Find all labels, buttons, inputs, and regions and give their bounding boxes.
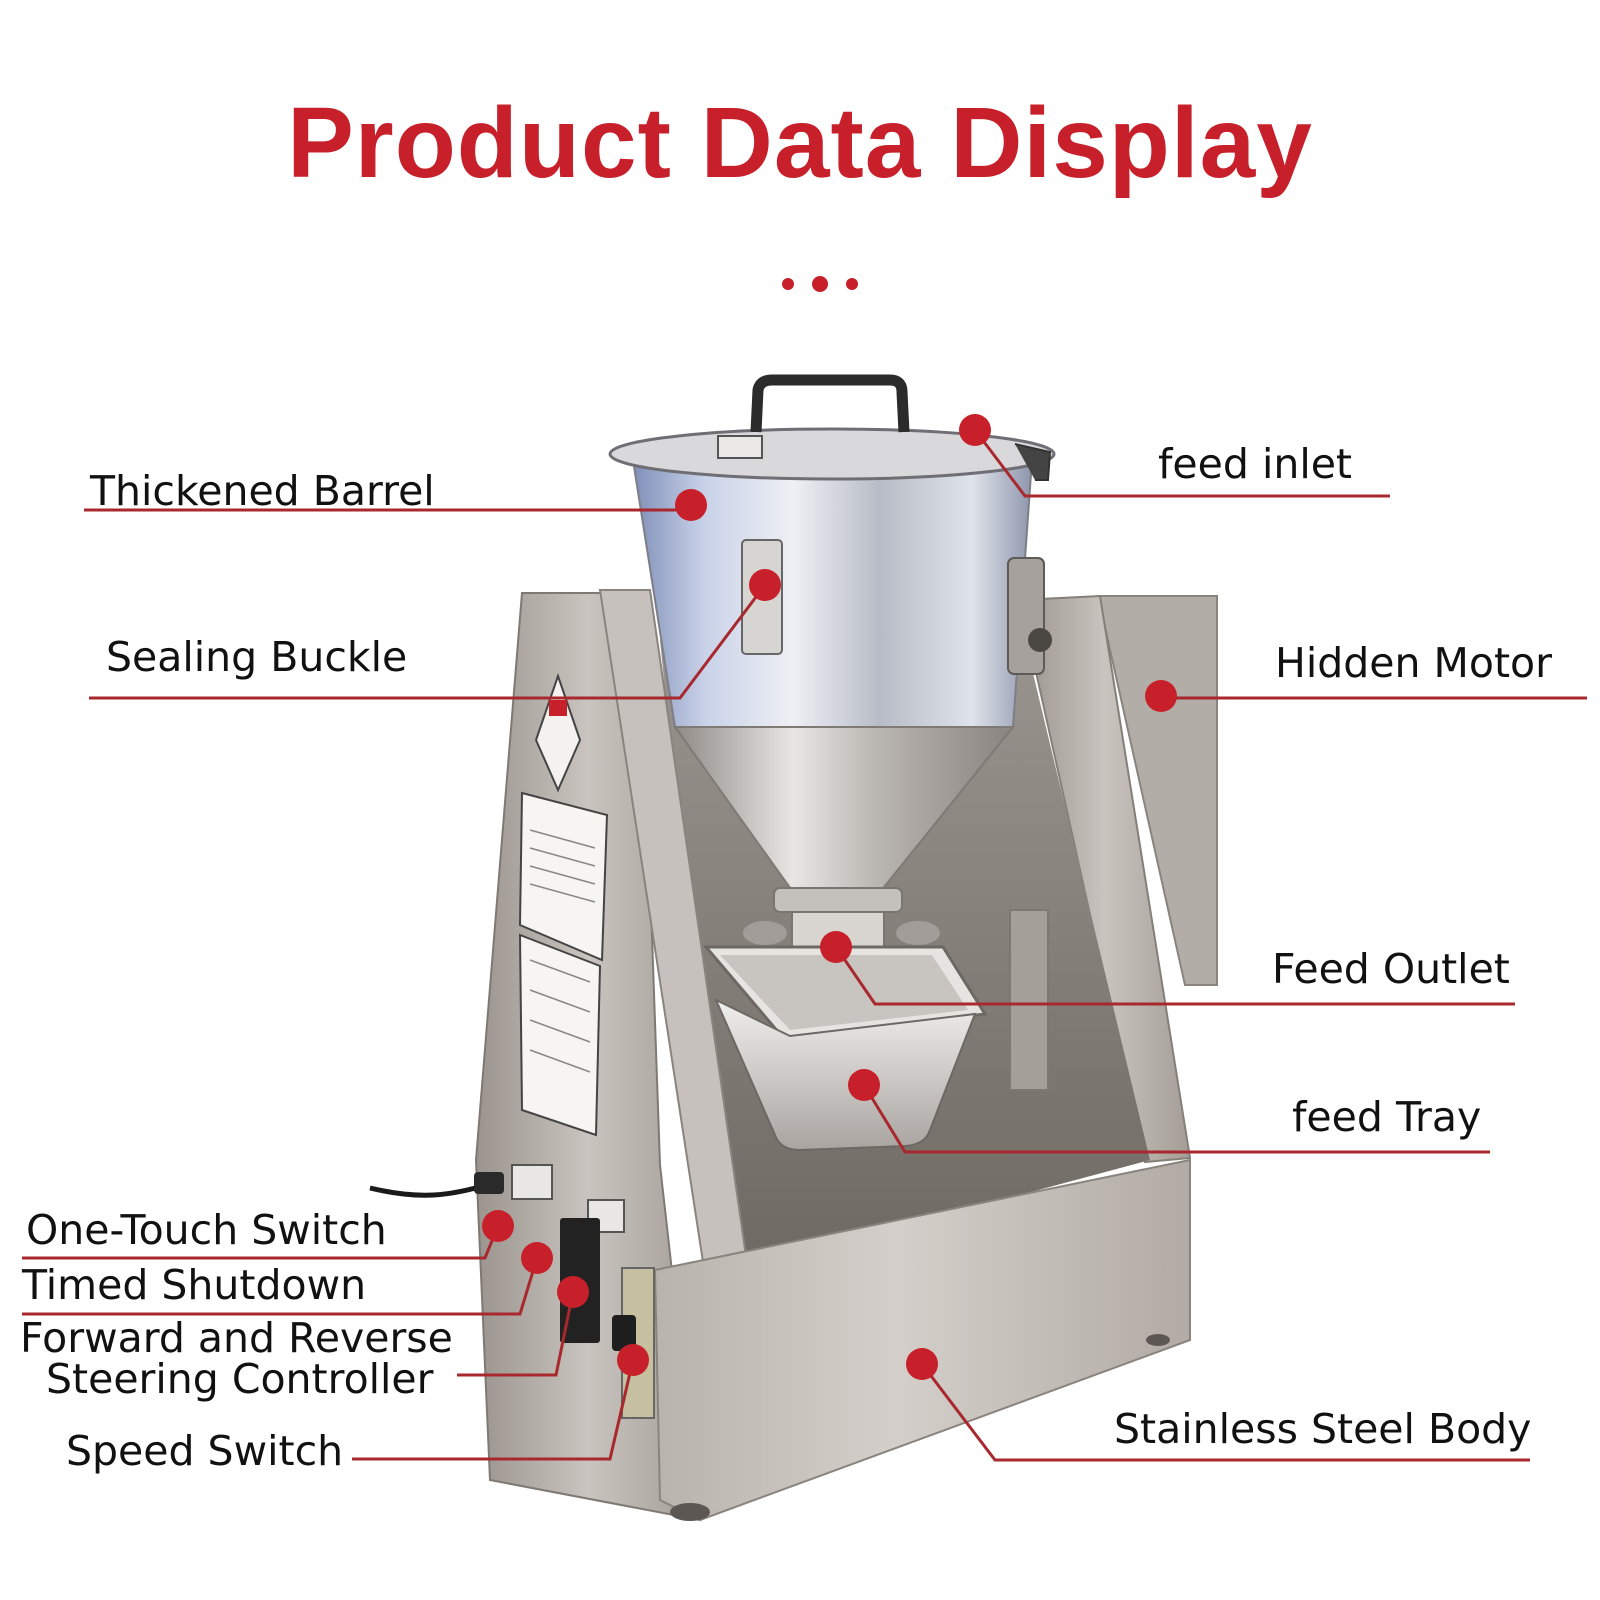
warning-sticker-mark (549, 700, 567, 716)
power-plug (474, 1172, 504, 1194)
label-sealing-buckle: Sealing Buckle (106, 633, 408, 681)
callout-markers (482, 414, 1177, 1380)
one-touch-switch-marker (482, 1210, 514, 1242)
stainless-steel-body-leader-line (920, 1363, 1530, 1462)
divider-dot (812, 276, 828, 292)
thickened-barrel-marker (675, 489, 707, 521)
label-feed-inlet: feed inlet (1158, 440, 1353, 488)
feed-inlet-marker (959, 414, 991, 446)
lid-handle (750, 374, 910, 433)
label-one-touch-switch: One-Touch Switch (26, 1206, 387, 1254)
label-stainless-steel-body: Stainless Steel Body (1114, 1405, 1532, 1453)
instruction-plate (518, 791, 609, 962)
warning-sticker (534, 672, 582, 793)
lower-front-box (653, 1158, 1191, 1522)
page-title: Product Data Display (287, 87, 1313, 199)
machine-body (369, 374, 1218, 1522)
label-hidden-motor: Hidden Motor (1275, 639, 1552, 687)
foot (1146, 1334, 1170, 1346)
lid-hinge (717, 435, 763, 459)
instruction-plate-lines (529, 829, 596, 1073)
feed-inlet-leader-line (973, 429, 1390, 498)
feed-tray-leader-line (862, 1084, 1490, 1154)
tray-inner (720, 955, 968, 1030)
motor-housing (1096, 595, 1218, 986)
label-timed-shutdown: Timed Shutdown (22, 1261, 367, 1309)
label-thickened-barrel: Thickened Barrel (90, 467, 435, 515)
label-feed-outlet: Feed Outlet (1272, 945, 1510, 993)
tray-body (713, 997, 977, 1152)
instruction-plate (518, 933, 602, 1137)
speed-switch-leader-line (352, 1359, 635, 1461)
stainless-steel-body-marker (906, 1348, 938, 1380)
sealing-buckle-marker (749, 569, 781, 601)
feed-outlet-marker (820, 931, 852, 963)
steering-knob (612, 1315, 636, 1351)
timed-shutdown-leader-line (22, 1257, 539, 1316)
pivot-bolt (1028, 628, 1052, 652)
foot (670, 1503, 710, 1521)
barrel-pivot (1007, 557, 1045, 675)
sealing-buckle-leader-line (89, 584, 767, 700)
hidden-motor-marker (1145, 680, 1177, 712)
label-steering-controller-line2: Steering Controller (46, 1355, 434, 1403)
feed-tray-marker (848, 1069, 880, 1101)
label-steering-controller-line1: Forward and Reverse (20, 1314, 453, 1362)
clamp-wing (896, 921, 940, 945)
steering-controller-marker (557, 1276, 589, 1308)
speed-switch-marker (617, 1344, 649, 1376)
title-divider-dots (760, 270, 870, 300)
clamp-wing (743, 921, 787, 945)
divider-dot (846, 278, 858, 290)
label-speed-switch: Speed Switch (66, 1427, 344, 1475)
power-cord (369, 1181, 491, 1198)
label-feed-tray: feed Tray (1292, 1093, 1482, 1141)
timed-shutdown-marker (521, 1242, 553, 1274)
interior-post (1009, 909, 1049, 1091)
control-switch-block (587, 1199, 625, 1233)
steering-controller-leader-line (457, 1291, 575, 1377)
feed-outlet-leader-line (834, 946, 1515, 1006)
control-switch-block (511, 1164, 553, 1200)
lid-latch (1014, 443, 1052, 481)
divider-dot (782, 278, 794, 290)
outlet-clamp (773, 887, 903, 913)
